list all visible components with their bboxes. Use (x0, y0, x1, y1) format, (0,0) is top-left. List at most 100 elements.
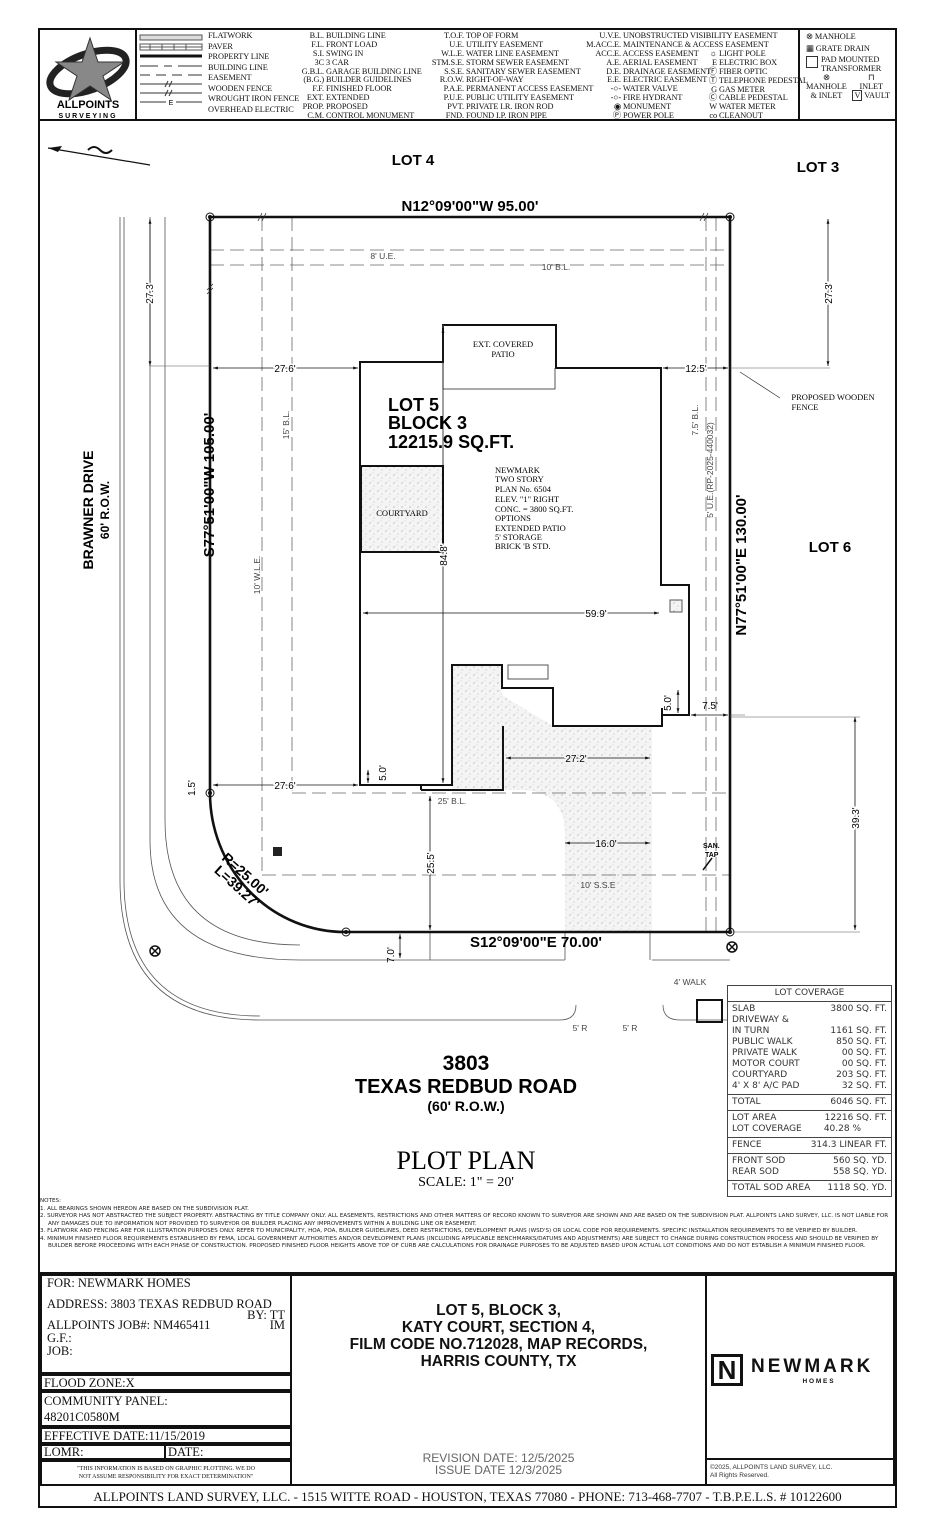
legend-abbrev: P.A.E. (443, 84, 464, 94)
legend-line-type: OVERHEAD ELECTRIC (208, 104, 294, 114)
svg-text:BRICK 'B STD.: BRICK 'B STD. (495, 541, 551, 551)
legend-text: ELECTRIC EASEMENT (622, 75, 708, 85)
bearing-east: N77°51'00"E 130.00' (733, 494, 750, 635)
lot-3-label: LOT 3 (797, 159, 840, 176)
legend-text: GAS METER (718, 84, 765, 94)
legend-entry: S.S.E. SANITARY SEWER EASEMENT (428, 67, 593, 77)
courtyard-label: COURTYARD (376, 508, 427, 518)
svg-text:7.0': 7.0' (386, 947, 397, 963)
legend-abbrev: E.E. (607, 75, 621, 85)
legend-entry: M.ACC.E. MAINTENANCE & ACCESS EASEMENT (585, 39, 777, 50)
notes: NOTES: 1. ALL BEARINGS SHOWN HEREON ARE … (40, 1198, 890, 1251)
legend-line-type: FLATWORK (208, 31, 253, 40)
legend-abbrev: (B.G.) (303, 75, 324, 85)
north-arrow-icon (47, 146, 151, 166)
allpoints-logo: ALLPOINTS SURVEYING (46, 36, 130, 120)
coverage-value: 00 SQ. FT. (841, 1059, 887, 1069)
coverage-item: COURTYARD (732, 1070, 788, 1080)
svg-text:1.5': 1.5' (187, 780, 198, 796)
patio-label: PATIO (491, 349, 514, 359)
legend-abbrev: Ⓣ (708, 75, 717, 85)
svg-text:TAP: TAP (705, 852, 719, 859)
legend-abbrev: EXT. (306, 93, 324, 103)
note-item: 4. MINIMUM FINISHED FLOOR REQUIREMENTS E… (40, 1235, 879, 1250)
legend-text: DRAINAGE EASEMENT (622, 66, 711, 76)
lomr: LOMR: (40, 1444, 166, 1460)
property-line (208, 215, 732, 934)
legend-entry: EXT. EXTENDED (298, 93, 422, 103)
legend-text: WATER METER (718, 102, 776, 112)
legal-description: LOT 5, BLOCK 3,KATY COURT, SECTION 4,FIL… (290, 1274, 707, 1486)
legend-abbrev: G.B.L. (301, 66, 324, 76)
fence-markers (206, 212, 709, 295)
svg-text:5' U.E.(RP-2025-440032): 5' U.E.(RP-2025-440032) (705, 422, 715, 518)
svg-text:10' S.S.E: 10' S.S.E (580, 880, 616, 890)
legend-entry: Ⓒ CABLE PEDESTAL (707, 94, 808, 103)
svg-text:12.5': 12.5' (685, 364, 706, 375)
legend-entry: -○- FIRE HYDRANT (585, 93, 777, 103)
house-notes: NEWMARK TWO STORY PLAN No. 6504 ELEV. "1… (376, 339, 874, 551)
svg-text:BLOCK 3: BLOCK 3 (388, 413, 467, 433)
svg-text:10' W.L.E.: 10' W.L.E. (252, 556, 262, 594)
manhole-inlet-icon: ⊗MANHOLE& INLET (806, 73, 847, 100)
legend-entry: FND. FOUND I.P. IRON PIPE (428, 111, 593, 121)
svg-text:10' B.L.: 10' B.L. (542, 262, 571, 272)
coverage-row: DRIVEWAY & (732, 1015, 887, 1026)
ac-pad (669, 599, 683, 613)
coverage-value: 1161 SQ. FT. (830, 1026, 887, 1036)
legend-text: FOUND I.P. IRON PIPE (465, 111, 547, 121)
legend-line-type: WOODEN FENCE (208, 83, 273, 93)
legend-line-type: BUILDING LINE (208, 62, 268, 72)
coverage-item: PUBLIC WALK (732, 1037, 793, 1047)
legend-abbrev: co (709, 111, 717, 121)
legend-entry: U.V.E. UNOBSTRUCTED VISIBILITY EASEMENT (585, 31, 777, 41)
plan-title: PLOT PLAN (397, 1146, 536, 1175)
legend-text: PUBLIC UTILITY EASEMENT (465, 93, 574, 103)
legend-text: PERMANENT ACCESS EASEMENT (465, 84, 594, 94)
legend-entry: PVT. PRIVATE I.R. IRON ROD (428, 102, 593, 112)
svg-text:NEWMARK: NEWMARK (495, 465, 541, 475)
legend-text: BUILDING LINE (325, 31, 386, 40)
legend-abbrev: P.U.E. (443, 93, 464, 103)
legend-entry: PROP. PROPOSED (298, 102, 422, 112)
legend-entry: ◉ MONUMENT (585, 102, 777, 112)
legend-text: PRIVATE I.R. IRON ROD (465, 102, 554, 112)
lot-coverage-header: LOT COVERAGE (774, 988, 845, 998)
legend-text: SWING IN (325, 48, 364, 58)
disclaimer: "THIS INFORMATION IS BASED ON GRAPHIC PL… (40, 1460, 292, 1486)
legend-text: CONTROL MONUMENT (325, 111, 415, 121)
grate-drain-icon: ▦ (806, 44, 814, 53)
easement-labels: 8' U.E. 10' B.L. 15' B.L. 10' W.L.E. 25'… (252, 251, 715, 1033)
legend-entry: F.L. FRONT LOAD (298, 40, 422, 50)
legend-text: POWER POLE (622, 111, 674, 121)
coverage-value: 850 SQ. FT. (836, 1037, 887, 1047)
legend-entry: Ⓕ FIBER OPTIC (707, 67, 808, 77)
legend-abbrev: U.V.E. (599, 31, 621, 40)
svg-text:SAN.: SAN. (703, 843, 720, 850)
bearing-west: S77°51'00"W 105.00' (201, 413, 218, 558)
dimension-labels: 27.3' 27.3' 27.6' 12.5' 27.6' 59.9' 84.8… (144, 281, 864, 963)
legend-text: WATER LINE EASEMENT (465, 48, 559, 58)
lot-label: LOT 5 BLOCK 3 12215.9 SQ.FT. (388, 395, 514, 452)
bearing-south: S12°09'00"E 70.00' (470, 934, 602, 951)
svg-text:TWO STORY: TWO STORY (495, 474, 544, 484)
drawn-by: BY: TT (247, 1308, 285, 1322)
svg-text:5' STORAGE: 5' STORAGE (495, 532, 542, 542)
coverage-item: 4' X 8' A/C PAD (732, 1081, 800, 1091)
svg-text:27.6': 27.6' (274, 364, 295, 375)
legend-text: MAINTENANCE & ACCESS EASEMENT (622, 39, 769, 49)
address-block: 3803 TEXAS REDBUD ROAD (60' R.O.W.) (355, 1052, 577, 1114)
fence-leader (739, 371, 781, 399)
legend-abbrev: ◉ (613, 102, 621, 112)
coverage-item: SLAB (732, 1004, 756, 1014)
svg-text:CONC. = 3800 SQ.FT.: CONC. = 3800 SQ.FT. (495, 504, 573, 514)
